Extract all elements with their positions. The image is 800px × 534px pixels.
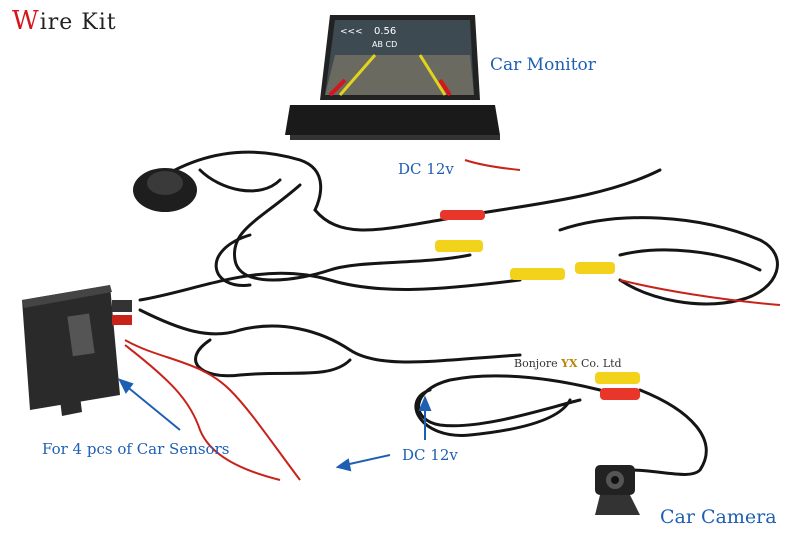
- black-cables: [138, 150, 779, 476]
- title-first-letter: W: [12, 6, 40, 36]
- pointer-arrows: [118, 378, 432, 472]
- page-title: Wire Kit: [12, 6, 117, 36]
- control-box: [22, 285, 132, 416]
- brand-suffix: Co. Ltd: [577, 357, 622, 370]
- rca-connectors: [435, 210, 640, 400]
- brand-label: Bonjore YX Co. Ltd: [514, 357, 622, 370]
- brand-prefix: Bonjore: [514, 357, 562, 370]
- dc-top-label: DC 12v: [398, 160, 454, 178]
- car-monitor: <<< 0.56 AB CD: [285, 15, 500, 140]
- monitor-arrows: <<<: [340, 27, 363, 37]
- parking-sensor: [133, 168, 197, 212]
- red-wires: [124, 159, 781, 481]
- car-camera-label: Car Camera: [660, 506, 777, 528]
- car-monitor-label: Car Monitor: [490, 55, 596, 75]
- monitor-distance: 0.56: [374, 26, 396, 37]
- dc-bottom-label: DC 12v: [402, 446, 458, 464]
- sensors-label: For 4 pcs of Car Sensors: [42, 440, 230, 458]
- title-rest: ire Kit: [39, 10, 117, 35]
- car-camera: [595, 465, 640, 515]
- brand-highlight: YX: [561, 357, 578, 370]
- monitor-sensors: AB CD: [372, 40, 397, 49]
